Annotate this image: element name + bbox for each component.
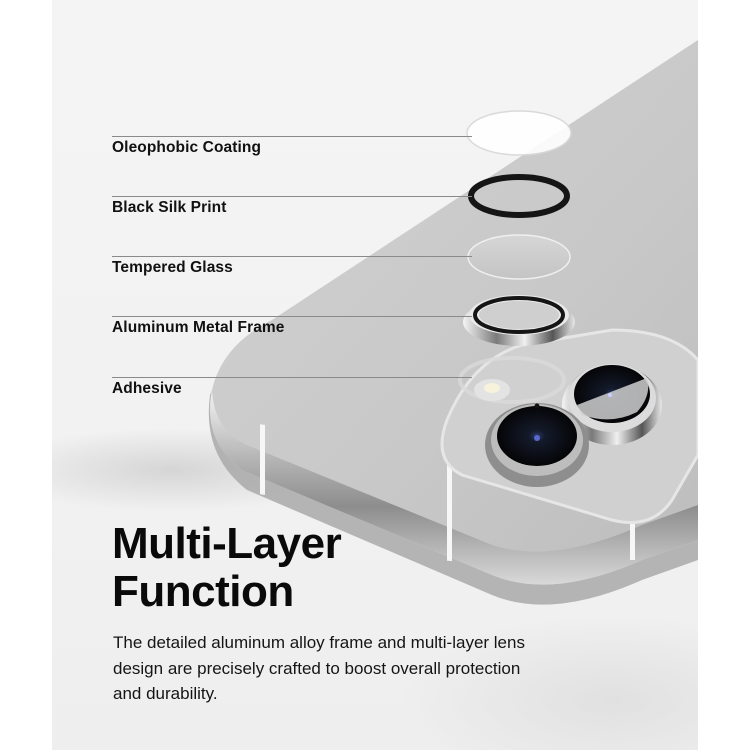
- callout-leader-line: [112, 316, 472, 317]
- callout-label: Adhesive: [112, 380, 182, 397]
- tempered-glass-layer: [467, 234, 571, 280]
- phone-camera-illustration: [208, 40, 698, 605]
- adhesive-layer: [458, 356, 566, 404]
- oleophobic-coating-layer: [466, 110, 572, 156]
- headline-line-1: Multi-Layer: [112, 519, 342, 568]
- callout-label: Black Silk Print: [112, 199, 227, 216]
- callout-leader-line: [112, 256, 472, 257]
- headline-line-2: Function: [112, 567, 294, 616]
- callout-leader-line: [112, 377, 472, 378]
- product-feature-panel: Oleophobic Coating Black Silk Print Temp…: [52, 0, 698, 750]
- callout-leader-line: [112, 196, 472, 197]
- callout-label: Oleophobic Coating: [112, 139, 262, 156]
- phone-side-frame: [210, 390, 698, 585]
- description-text: The detailed aluminum alloy frame and mu…: [113, 633, 525, 703]
- callout-label: Tempered Glass: [112, 259, 233, 276]
- headline: Multi-Layer Function: [112, 519, 342, 616]
- callout-leader-line: [112, 136, 472, 137]
- callout-label: Aluminum Metal Frame: [112, 319, 285, 336]
